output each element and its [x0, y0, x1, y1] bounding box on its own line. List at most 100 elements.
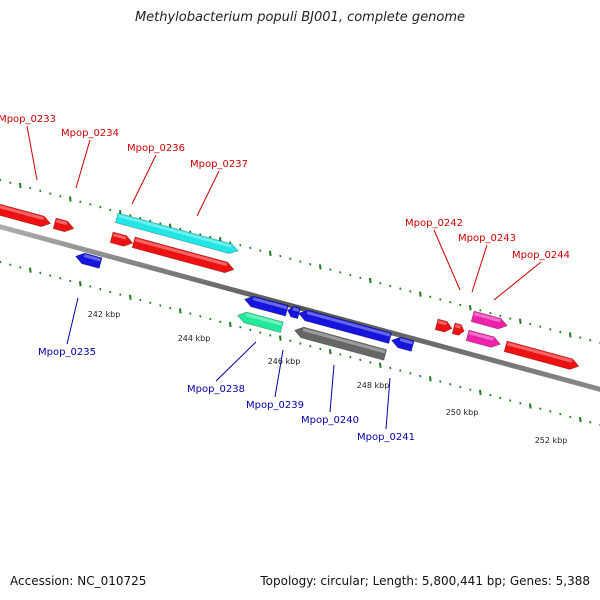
gene-arrow-mpop_0235 — [75, 252, 103, 269]
gene-arrow-mpop_0241 — [391, 336, 415, 352]
minor-tick — [559, 330, 562, 334]
minor-tick — [89, 285, 92, 288]
major-tick — [519, 318, 522, 324]
minor-tick — [49, 192, 52, 195]
minor-tick — [289, 257, 292, 261]
major-tick — [279, 335, 282, 341]
minor-tick — [509, 399, 512, 402]
minor-tick — [139, 216, 142, 220]
minor-tick — [0, 178, 2, 182]
gene-label-mpop_0240: Mpop_0240 — [301, 415, 359, 426]
minor-tick — [269, 334, 272, 337]
minor-tick — [169, 306, 172, 310]
gene-label-mpop_0236: Mpop_0236 — [127, 143, 185, 154]
minor-tick — [39, 271, 42, 275]
minor-tick — [529, 322, 532, 326]
minor-tick — [459, 385, 462, 389]
major-tick — [69, 196, 72, 202]
minor-tick — [349, 355, 352, 359]
minor-tick — [0, 260, 2, 264]
minor-tick — [159, 222, 162, 225]
gene-arrow-mpop_0239b — [244, 295, 289, 317]
minor-tick — [29, 186, 32, 190]
minor-tick — [229, 241, 232, 244]
minor-tick — [549, 410, 552, 413]
major-tick — [129, 294, 132, 300]
gene-label-mpop_0239: Mpop_0239 — [246, 400, 304, 411]
major-tick — [179, 308, 182, 314]
minor-tick — [549, 328, 552, 331]
minor-tick — [219, 320, 222, 323]
minor-tick — [579, 336, 582, 339]
minor-tick — [119, 293, 122, 296]
leader-mpop_0244 — [493, 261, 542, 301]
minor-tick — [249, 328, 252, 332]
minor-tick — [359, 276, 362, 280]
gene-labels: Mpop_0233Mpop_0234Mpop_0235Mpop_0236Mpop… — [0, 114, 570, 443]
minor-tick — [439, 380, 442, 383]
major-tick — [569, 332, 572, 338]
major-tick — [419, 291, 422, 297]
minor-tick — [79, 200, 82, 203]
minor-tick — [429, 295, 432, 299]
minor-tick — [319, 347, 322, 351]
minor-tick — [209, 235, 212, 239]
scale-label: 244 kbp — [178, 334, 211, 343]
minor-tick — [279, 254, 282, 258]
minor-tick — [459, 303, 462, 307]
minor-tick — [109, 208, 112, 212]
minor-tick — [139, 298, 142, 302]
minor-tick — [239, 243, 242, 247]
gene-arrow-mpop_0243b — [465, 329, 501, 348]
gene-arrow-mpop_0233 — [0, 202, 52, 228]
minor-tick — [259, 331, 262, 334]
lower-tick-track — [0, 260, 600, 427]
gene-arrow-mpop_0244 — [503, 340, 580, 370]
minor-tick — [589, 339, 592, 342]
major-tick — [579, 416, 582, 423]
minor-tick — [479, 309, 482, 312]
minor-tick — [389, 366, 392, 370]
minor-tick — [39, 189, 42, 193]
minor-tick — [339, 271, 342, 274]
minor-tick — [299, 260, 302, 263]
minor-tick — [49, 274, 52, 277]
gene-label-mpop_0244: Mpop_0244 — [512, 250, 570, 261]
minor-tick — [99, 287, 102, 291]
leader-mpop_0241 — [385, 377, 391, 430]
minor-tick — [359, 358, 362, 362]
major-tick — [269, 250, 272, 256]
major-tick — [369, 277, 372, 284]
minor-tick — [489, 311, 492, 315]
minor-tick — [9, 181, 12, 184]
major-tick — [319, 264, 322, 270]
leader-mpop_0233 — [26, 125, 38, 181]
gene-arrow-mpop_0239 — [287, 305, 301, 320]
leader-mpop_0239 — [274, 349, 284, 398]
gene-arrow-mpop_0240b — [294, 326, 388, 361]
scale-label: 252 kbp — [535, 436, 568, 445]
leader-mpop_0243 — [471, 244, 488, 293]
minor-tick — [19, 266, 22, 269]
minor-tick — [499, 314, 502, 318]
minor-tick — [499, 396, 502, 400]
minor-tick — [89, 203, 92, 206]
minor-tick — [159, 304, 162, 307]
gene-arrow-mpop_0236 — [115, 212, 239, 254]
leader-mpop_0242 — [433, 229, 461, 291]
scale-label: 242 kbp — [88, 310, 121, 319]
major-tick — [229, 321, 232, 328]
minor-tick — [519, 402, 522, 405]
minor-tick — [59, 277, 62, 280]
gene-label-mpop_0235: Mpop_0235 — [38, 347, 96, 358]
minor-tick — [259, 249, 262, 252]
minor-tick — [69, 279, 72, 283]
minor-tick — [249, 246, 252, 250]
minor-tick — [469, 388, 472, 391]
minor-tick — [209, 317, 212, 321]
label-leaders — [26, 125, 542, 430]
minor-tick — [329, 268, 332, 271]
minor-tick — [449, 383, 452, 386]
